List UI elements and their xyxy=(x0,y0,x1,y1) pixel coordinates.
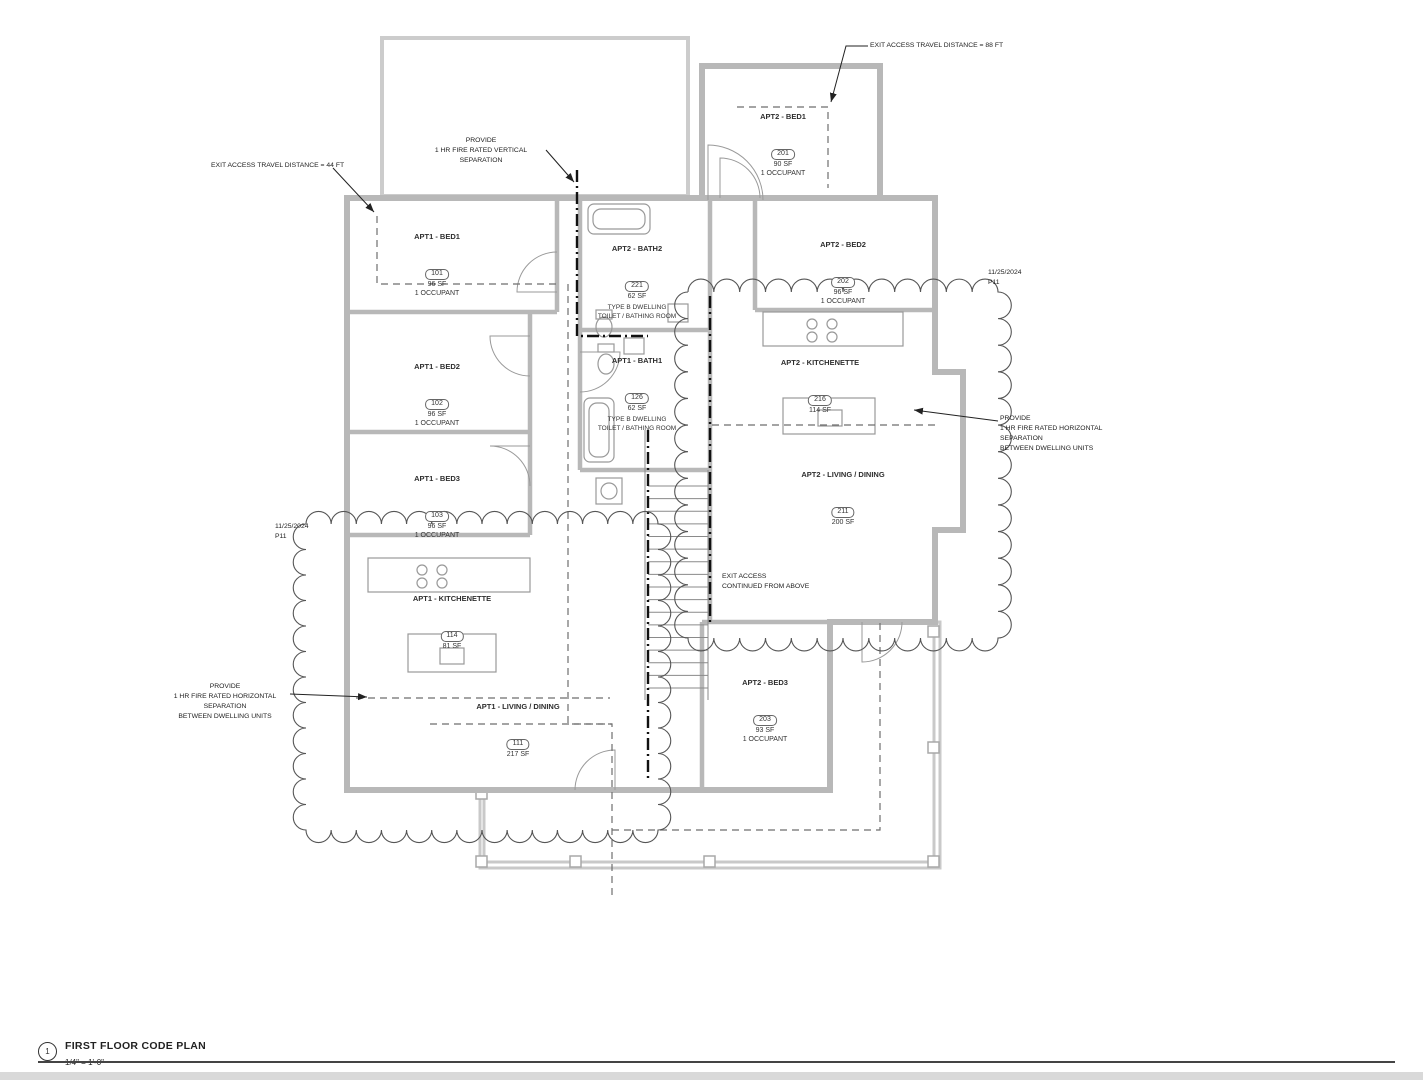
revision-cloud-right xyxy=(674,278,1012,652)
water-heater-icon xyxy=(595,477,623,505)
stairs xyxy=(644,430,709,700)
sheet-title: FIRST FLOOR CODE PLAN xyxy=(65,1040,207,1052)
stove-burner-icon xyxy=(826,318,838,330)
detail-marker: 1 xyxy=(38,1042,57,1061)
stove-burner-icon xyxy=(436,577,448,589)
fixtures xyxy=(367,203,904,673)
room-label-apt1-kitchenette: APT1 - KITCHENETTE 114 81 SF xyxy=(412,594,492,651)
bathtub-icon xyxy=(587,203,651,235)
annotation-exit-continued: EXIT ACCESS CONTINUED FROM ABOVE xyxy=(722,573,810,590)
annotation-revision-left: 11/25/2024 P11 xyxy=(275,523,309,540)
room-label-apt1-bed3: APT1 - BED3 103 96 SF 1 OCCUPANT xyxy=(414,474,460,540)
sink-icon xyxy=(623,337,645,355)
annotation-horizontal-separation-left: PROVIDE 1 HR FIRE RATED HORIZONTAL SEPAR… xyxy=(173,683,277,720)
toilet-icon xyxy=(597,343,615,353)
stove-burner-icon xyxy=(826,331,838,343)
porch-posts xyxy=(475,625,940,868)
stove-burner-icon xyxy=(416,564,428,576)
room-label-apt2-kitchenette: APT2 - KITCHENETTE 216 114 SF xyxy=(780,358,860,415)
room-label-apt2-living: APT2 - LIVING / DINING 211 200 SF xyxy=(801,470,885,527)
sink-icon xyxy=(667,303,689,323)
room-number-tag: 221 xyxy=(625,281,649,293)
counter xyxy=(762,311,904,347)
room-label-apt1-bed1: APT1 - BED1 101 96 SF 1 OCCUPANT xyxy=(414,232,460,298)
revision-cloud-left xyxy=(292,510,672,844)
annotation-leaders xyxy=(289,45,999,701)
annotation-exit-travel-left: EXIT ACCESS TRAVEL DISTANCE = 44 FT xyxy=(211,162,345,169)
room-number-tag: 103 xyxy=(425,511,449,523)
room-number-tag: 126 xyxy=(625,393,649,405)
revision-clouds xyxy=(292,278,1012,844)
stove-burner-icon xyxy=(416,577,428,589)
stove-burner-icon xyxy=(806,331,818,343)
room-label-apt2-bed2: APT2 - BED2 202 96 SF 1 OCCUPANT xyxy=(820,240,866,306)
annotation-revision-right: 11/25/2024 P11 xyxy=(988,269,1022,286)
dashed-travel-paths xyxy=(356,106,935,900)
room-label-apt2-bath2: APT2 - BATH2 221 62 SF TYPE B DWELLING T… xyxy=(597,244,677,320)
garage-outline xyxy=(380,36,690,198)
room-number-tag: 211 xyxy=(831,507,855,519)
fire-separation-lines xyxy=(575,170,712,782)
title-block: 1 FIRST FLOOR CODE PLAN 1/4" = 1'-0" xyxy=(38,1040,206,1067)
room-label-apt1-living: APT1 - LIVING / DINING 111 217 SF xyxy=(476,702,560,759)
room-number-tag: 202 xyxy=(831,277,855,289)
room-number-tag: 111 xyxy=(506,739,530,751)
sheet-scale: 1/4" = 1'-0" xyxy=(65,1058,105,1067)
title-rule xyxy=(38,1061,1395,1063)
room-number-tag: 101 xyxy=(425,269,449,281)
stove-burner-icon xyxy=(436,564,448,576)
room-label-apt2-bed1: APT2 - BED1 201 90 SF 1 OCCUPANT xyxy=(760,112,806,178)
counter xyxy=(367,557,531,593)
room-number-tag: 114 xyxy=(440,631,464,643)
annotation-exit-travel-right: EXIT ACCESS TRAVEL DISTANCE = 88 FT xyxy=(870,42,1004,49)
room-label-apt2-bed3: APT2 - BED3 203 93 SF 1 OCCUPANT xyxy=(742,678,788,744)
annotation-horizontal-separation-right: PROVIDE 1 HR FIRE RATED HORIZONTAL SEPAR… xyxy=(1000,415,1103,452)
room-label-apt1-bed2: APT1 - BED2 102 96 SF 1 OCCUPANT xyxy=(414,362,460,428)
toilet-icon xyxy=(595,309,613,320)
room-number-tag: 203 xyxy=(753,715,777,727)
interior-walls xyxy=(347,198,935,790)
room-label-apt1-bath1: APT1 - BATH1 126 62 SF TYPE B DWELLING T… xyxy=(597,356,677,432)
room-number-tag: 201 xyxy=(771,149,795,161)
exterior-walls xyxy=(344,63,966,793)
room-number-tag: 216 xyxy=(808,395,832,407)
sink-icon xyxy=(817,409,843,427)
annotation-vertical-separation: PROVIDE 1 HR FIRE RATED VERTICAL SEPARAT… xyxy=(434,137,528,164)
sheet-edge-strip xyxy=(0,1072,1423,1080)
sink-icon xyxy=(439,647,465,665)
room-number-tag: 102 xyxy=(425,399,449,411)
bathtub-icon xyxy=(583,397,615,463)
stove-burner-icon xyxy=(806,318,818,330)
